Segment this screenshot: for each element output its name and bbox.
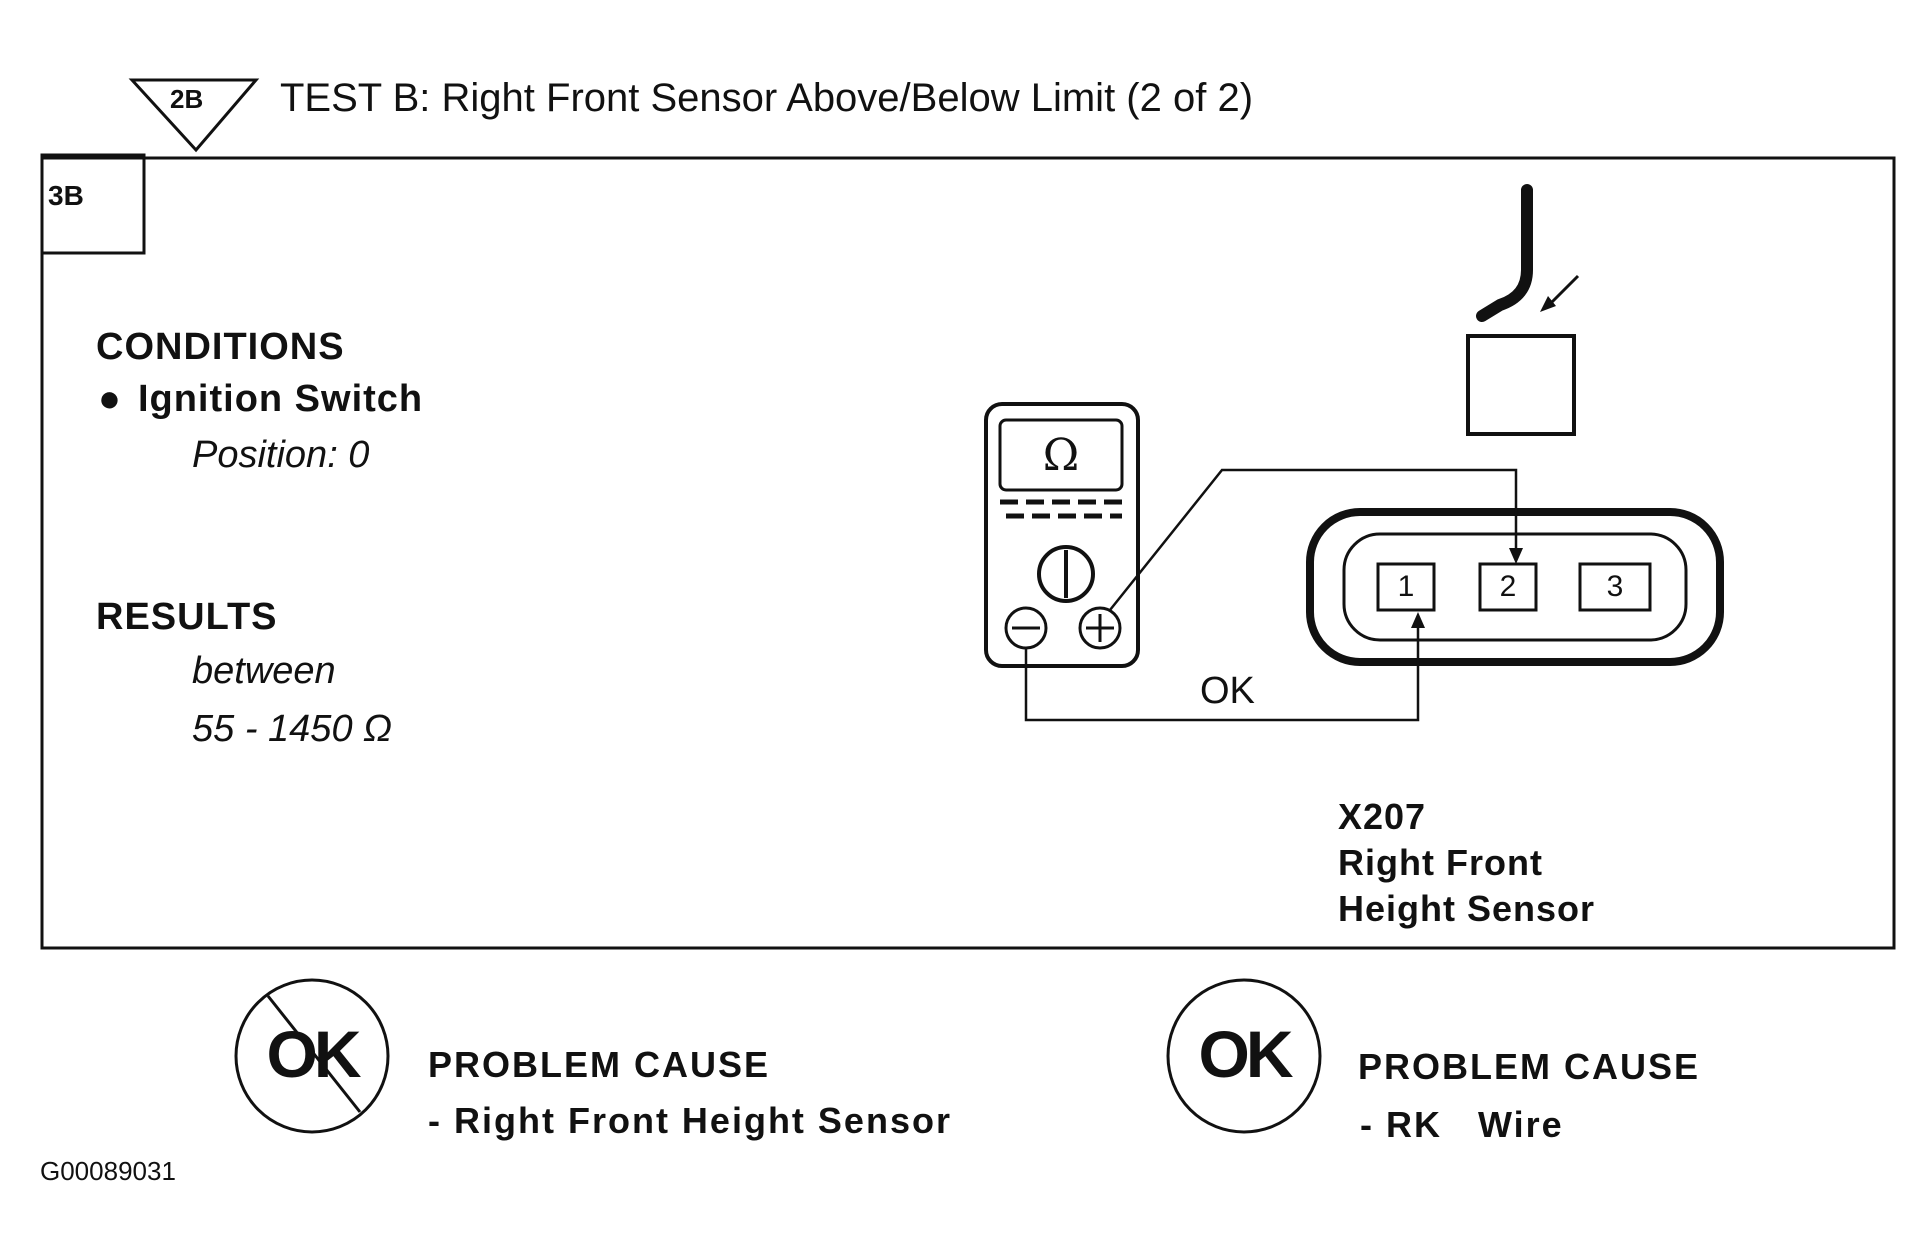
not-ok-slash [266, 995, 362, 1113]
probe-lead-positive-tip [1509, 548, 1523, 564]
test-step-frame [40, 156, 1896, 950]
connector-name-line-1: Right Front [1338, 842, 1543, 883]
probe-lead-negative-tip [1411, 612, 1425, 628]
ok-symbol: OK [1198, 1017, 1294, 1091]
pin-label-3: 3 [1606, 570, 1624, 603]
step-label-box [40, 153, 146, 255]
wire-ok-label: OK [1200, 670, 1255, 712]
ok-problem-cause-item: - RK Wire [1360, 1104, 1564, 1145]
conditions-heading: CONDITIONS [96, 326, 345, 368]
not-ok-problem-cause-item: - Right Front Height Sensor [428, 1100, 952, 1141]
ok-problem-cause-title: PROBLEM CAUSE [1358, 1046, 1701, 1087]
condition-item-label: Ignition Switch [137, 378, 424, 420]
not-ok-circle [234, 978, 390, 1134]
multimeter-body [984, 402, 1140, 668]
results-line-2: 55 - 1450 Ω [192, 708, 393, 750]
multimeter-display [998, 418, 1124, 492]
plus-terminal [1078, 606, 1122, 650]
condition-item-detail: Position: 0 [192, 434, 370, 476]
not-ok-symbol: OK [266, 1017, 362, 1091]
disconnect-arrow [1546, 274, 1580, 308]
entry-step-triangle [128, 78, 260, 153]
test-title: TEST B: Right Front Sensor Above/Below L… [280, 76, 1254, 120]
harness-connector [1466, 334, 1576, 436]
bullet-icon: ● [98, 378, 122, 420]
probe-lead-negative [1024, 626, 1420, 722]
pin-box-3 [1578, 562, 1652, 612]
multimeter-segment-dashes [1000, 499, 1122, 519]
pin-box-2 [1478, 562, 1538, 612]
not-ok-problem-cause-title: PROBLEM CAUSE [428, 1044, 771, 1085]
connector-name-line-2: Height Sensor [1338, 888, 1596, 929]
connector-id: X207 [1338, 796, 1427, 837]
results-heading: RESULTS [96, 596, 278, 638]
pin-label-1: 1 [1397, 570, 1415, 603]
probe-lead-positive [1109, 468, 1518, 611]
ohm-icon: Ω [1042, 430, 1080, 481]
entry-step-label: 2B [170, 84, 204, 114]
selector-dial [1037, 545, 1095, 603]
pin-label-2: 2 [1499, 570, 1517, 603]
disconnect-arrow-head [1540, 296, 1556, 312]
results-line-1: between [192, 650, 336, 692]
harness-wire [1476, 184, 1533, 322]
ok-circle [1166, 978, 1322, 1134]
step-label: 3B [48, 180, 84, 211]
pin-box-1 [1376, 562, 1436, 612]
figure-reference-code: G00089031 [40, 1156, 176, 1186]
condition-item: ● Ignition Switch [98, 378, 423, 421]
